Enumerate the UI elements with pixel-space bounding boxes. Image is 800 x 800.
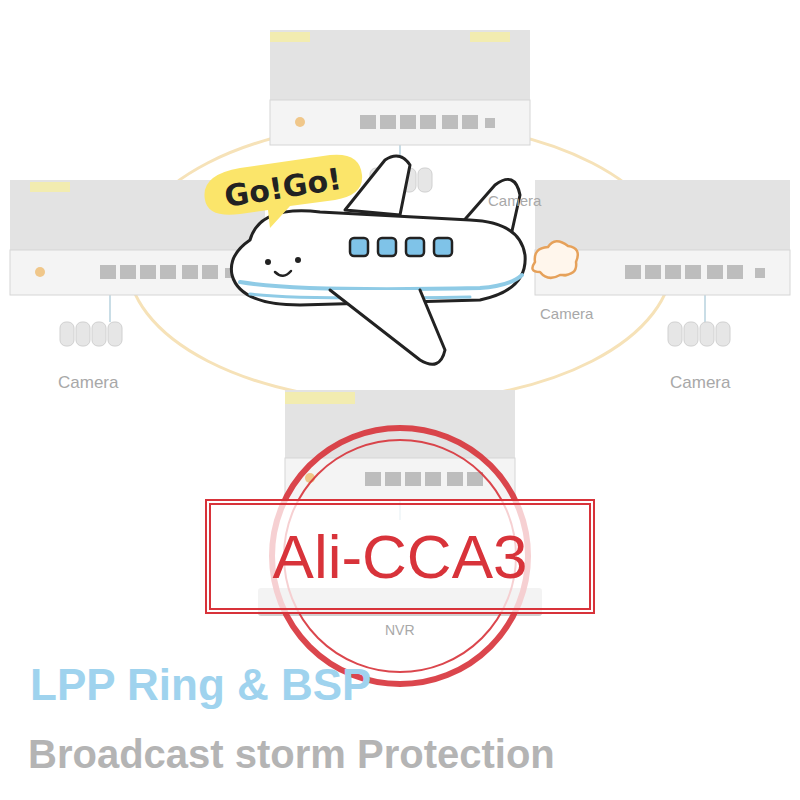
camera-label: Camera: [540, 305, 593, 322]
stamp-circle: [272, 428, 528, 684]
camera-label: Camera: [58, 373, 118, 393]
feature-title: LPP Ring & BSP: [30, 660, 371, 710]
camera-label: Camera: [670, 373, 730, 393]
node-text: Ali-CCA3: [273, 521, 528, 592]
nvr-label: NVR: [385, 622, 415, 638]
camera-label: Camera: [488, 192, 541, 209]
feature-subtitle: Broadcast storm Protection: [28, 732, 555, 777]
node-text: Go!Go!: [222, 161, 344, 214]
speech-bubble: [204, 155, 362, 228]
stamp-box: Ali-CCA3: [205, 499, 595, 614]
